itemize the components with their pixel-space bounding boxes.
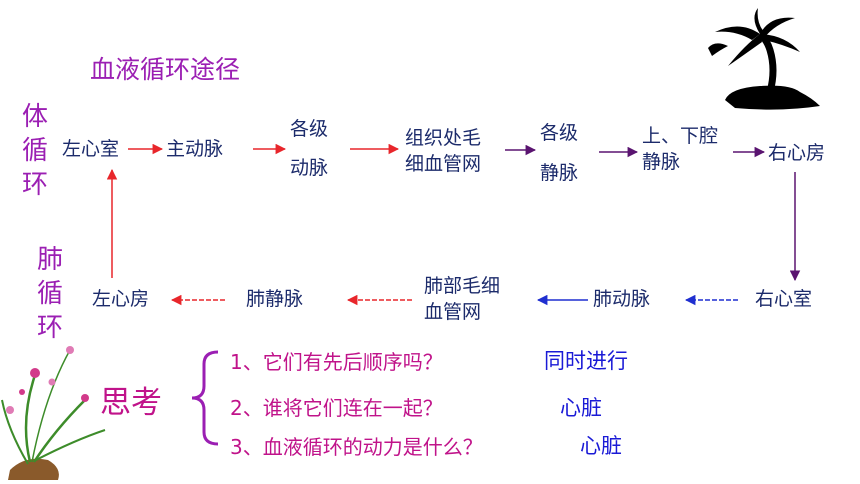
node-aorta: 主动脉 (166, 138, 224, 160)
palm-tree-island-icon (708, 8, 820, 110)
node-pulmonary-vein: 肺静脉 (246, 288, 304, 310)
node-lung-capillaries-line1: 肺部毛细 (424, 275, 501, 297)
answer-2: 心脏 (560, 396, 602, 420)
node-right-atrium: 右心房 (768, 142, 826, 164)
node-lung-capillaries-line2: 血管网 (424, 301, 482, 323)
answer-3: 心脏 (580, 434, 622, 458)
node-arteries-line1: 各级 (290, 118, 329, 140)
node-veins-line2: 静脉 (540, 162, 579, 184)
node-tissue-capillaries-line1: 组织处毛 (405, 127, 482, 149)
question-2: 2、谁将它们连在一起？ (230, 396, 443, 420)
question-3: 3、血液循环的动力是什么？ (230, 435, 483, 459)
node-vena-cava-line1: 上、下腔 (642, 125, 719, 147)
node-left-ventricle: 左心室 (62, 138, 120, 160)
orchid-plant-icon (1, 346, 106, 480)
think-brace (191, 350, 219, 446)
node-left-atrium: 左心房 (92, 288, 150, 310)
page-title: 血液循环途径 (90, 55, 241, 84)
question-1: 1、它们有先后顺序吗？ (230, 350, 443, 374)
answer-1: 同时进行 (544, 349, 628, 373)
node-tissue-capillaries-line2: 细血管网 (405, 153, 482, 175)
node-arteries-line2: 动脉 (290, 157, 329, 179)
node-veins-line1: 各级 (540, 122, 579, 144)
think-label: 思考 (100, 385, 162, 421)
node-vena-cava-line2: 静脉 (642, 151, 681, 173)
node-pulmonary-artery: 肺动脉 (593, 288, 651, 310)
node-right-ventricle: 右心室 (755, 288, 813, 310)
pulmonary-circulation-label: 肺循环 (37, 245, 64, 343)
systemic-circulation-label: 体循环 (22, 102, 49, 200)
